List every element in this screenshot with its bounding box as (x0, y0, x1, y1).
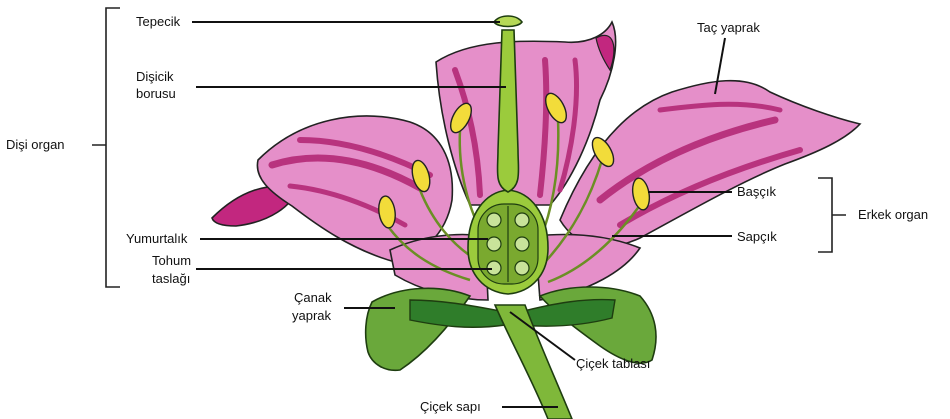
female-organ-bracket (92, 8, 120, 287)
receptacle-dark-left (410, 300, 505, 327)
male-organ-bracket (818, 178, 846, 252)
ovule (515, 237, 529, 251)
ovule (487, 213, 501, 227)
label-disi-organ: Dişi organ (6, 137, 65, 152)
label-yumurtalik: Yumurtalık (126, 231, 188, 246)
ovule (515, 261, 529, 275)
ovule (515, 213, 529, 227)
label-bascik: Başçık (737, 184, 777, 199)
label-cicek-tablasi: Çiçek tablası (576, 356, 650, 371)
label-tac-yaprak: Taç yaprak (697, 20, 760, 35)
label-tohum-taslagi-line1: Tohum (152, 253, 191, 268)
label-canak-yaprak-line1: Çanak (294, 290, 332, 305)
label-sapcik: Sapçık (737, 229, 777, 244)
label-tohum-taslagi-line2: taslağı (152, 271, 190, 286)
ovule (487, 237, 501, 251)
label-erkek-organ: Erkek organ (858, 207, 928, 222)
style-tube (497, 30, 518, 192)
label-disicik-borusu-line2: borusu (136, 86, 176, 101)
label-disicik-borusu-line1: Dişicik (136, 69, 174, 84)
label-tepecik: Tepecik (136, 14, 181, 29)
label-canak-yaprak-line2: yaprak (292, 308, 332, 323)
label-cicek-sapi: Çiçek sapı (420, 399, 481, 414)
